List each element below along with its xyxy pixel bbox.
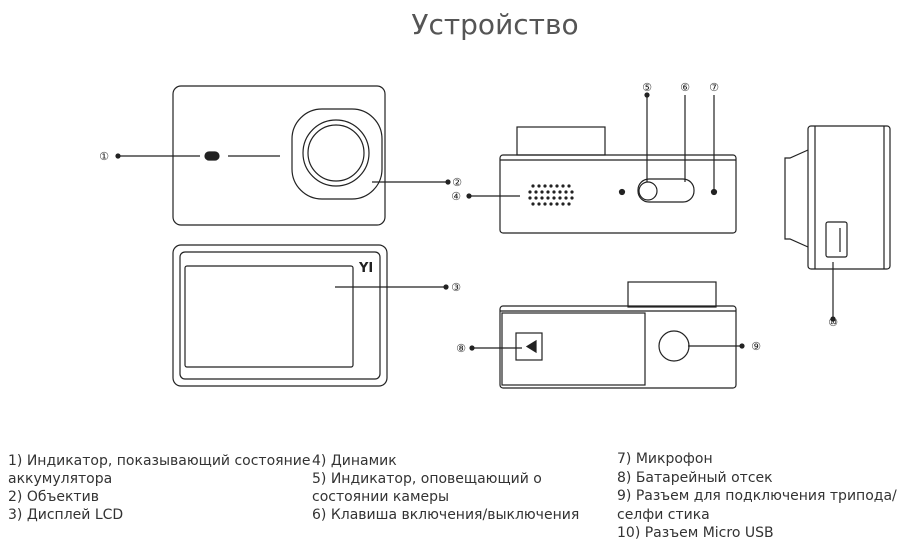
callout-1: ①: [99, 150, 109, 163]
tripod-mount: [658, 330, 690, 362]
page-title: Устройство: [411, 8, 579, 41]
callout-10: ⑩: [828, 316, 838, 329]
lcd-screen: [184, 265, 354, 368]
legend-column-3: 7) Микрофон 8) Батарейный отсек 9) Разъе…: [617, 450, 907, 543]
usb-port: [825, 221, 848, 258]
legend-item-5: 5) Индикатор, оповещающий о состоянии ка…: [312, 471, 542, 505]
yi-logo: YI: [358, 261, 373, 276]
callout-4: ④: [451, 190, 461, 203]
legend-item-8: 8) Батарейный отсек: [617, 469, 773, 486]
callout-8: ⑧: [456, 342, 466, 355]
legend-item-10: 10) Разъем Micro USB: [617, 525, 774, 541]
camera-front-view: [115, 85, 451, 226]
legend-item-7: 7) Микрофон: [617, 451, 713, 467]
legend-item-9: 9) Разъем для подключения трипода/селфи …: [617, 488, 897, 523]
speaker-grille: [528, 184, 574, 206]
camera-top-view: [466, 92, 737, 234]
legend-item-3: 3) Дисплей LCD: [8, 507, 124, 523]
legend-item-1: 1) Индикатор, показывающий состояние акк…: [8, 453, 311, 487]
callout-9: ⑨: [751, 340, 761, 353]
lens: [291, 108, 383, 200]
battery-latch: [515, 332, 543, 361]
legend-item-4: 4) Динамик: [312, 453, 397, 469]
legend-column-1: 1) Индикатор, показывающий состояние акк…: [8, 452, 318, 524]
legend-item-2: 2) Объектив: [8, 489, 99, 505]
camera-side-view: [784, 125, 891, 322]
callout-7: ⑦: [709, 81, 719, 94]
callout-2: ②: [452, 176, 462, 189]
legend-item-6: 6) Клавиша включения/выключения: [312, 507, 580, 523]
callout-5: ⑤: [642, 81, 652, 94]
callout-3: ③: [451, 281, 461, 294]
camera-bottom-view: [469, 281, 745, 389]
callout-6: ⑥: [680, 81, 690, 94]
camera-back-view: [172, 244, 449, 387]
legend-column-2: 4) Динамик 5) Индикатор, оповещающий о с…: [312, 452, 602, 524]
